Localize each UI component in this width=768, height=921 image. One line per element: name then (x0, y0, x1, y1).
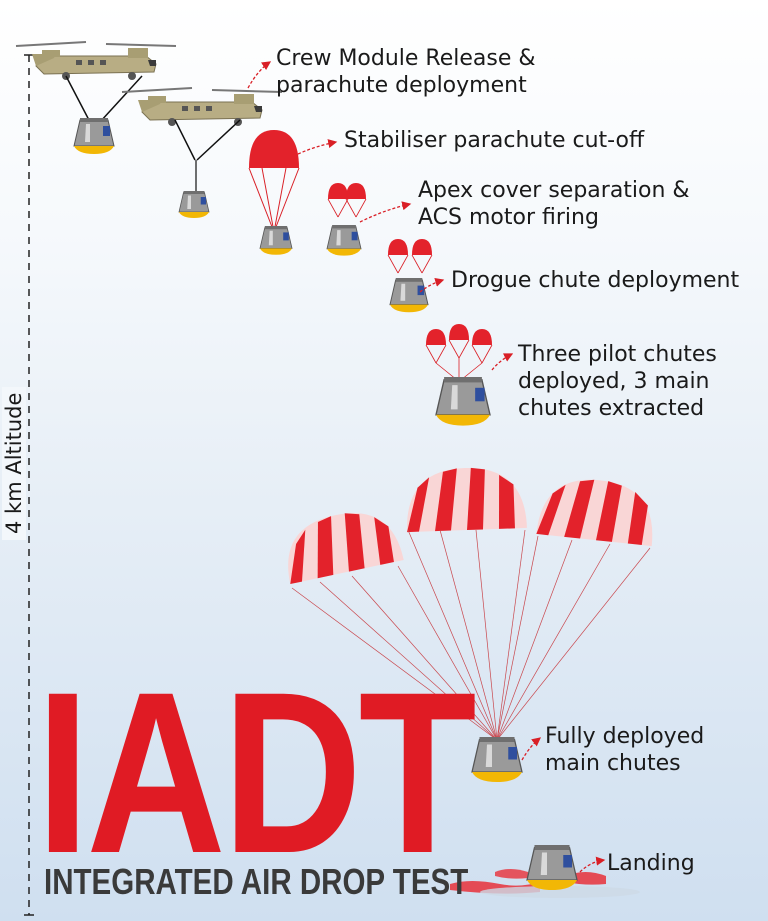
crew-module-icon (259, 225, 293, 256)
dashed-altitude-line (24, 54, 34, 916)
crew-module-icon (326, 224, 362, 257)
step-label-line: deployed, 3 main (518, 369, 710, 394)
page-title: IADT (36, 644, 477, 901)
step-label-line: Landing (607, 851, 695, 876)
step-label-landing: Landing (607, 850, 695, 877)
step-label-line: ACS motor firing (418, 205, 599, 230)
step-label-main-chutes: Fully deployed main chutes (545, 723, 704, 777)
step-label-line: main chutes (545, 751, 681, 776)
parachute-icon (387, 238, 433, 274)
step-label-apex-cover: Apex cover separation & ACS motor firing (418, 177, 690, 231)
step-label-stabiliser-cutoff: Stabiliser parachute cut-off (344, 127, 644, 154)
step-label-drogue-chute: Drogue chute deployment (451, 267, 739, 294)
step-label-line: parachute deployment (276, 73, 527, 98)
step-label-line: Drogue chute deployment (451, 268, 740, 293)
parachute-icon (248, 130, 300, 233)
parachute-icon (327, 182, 367, 218)
callout-arrow-icon (247, 61, 606, 873)
step-label-line: Crew Module Release & (276, 46, 536, 71)
step-label-line: Fully deployed (545, 724, 705, 749)
step-label-pilot-chutes: Three pilot chutes deployed, 3 main chut… (518, 341, 717, 422)
step-label-line: Stabiliser parachute cut-off (344, 128, 645, 153)
helicopter-icon (15, 41, 177, 123)
crew-module-icon (389, 277, 429, 313)
crew-module-icon (178, 190, 210, 219)
crew-module-icon (526, 844, 578, 891)
altitude-label: 4 km Altitude (2, 386, 26, 540)
page-subtitle: INTEGRATED AIR DROP TEST (44, 861, 469, 902)
helicopter-icon (121, 87, 283, 196)
step-label-line: Three pilot chutes (518, 342, 717, 367)
crew-module-icon (471, 736, 523, 783)
step-label-line: Apex cover separation & (418, 178, 690, 203)
crew-module-icon (435, 376, 491, 427)
step-label-line: chutes extracted (518, 396, 705, 421)
parachute-icon (288, 467, 653, 741)
crew-module-icon (73, 117, 115, 155)
parachute-icon (425, 323, 493, 381)
step-label-crew-module-release: Crew Module Release & parachute deployme… (276, 45, 536, 99)
